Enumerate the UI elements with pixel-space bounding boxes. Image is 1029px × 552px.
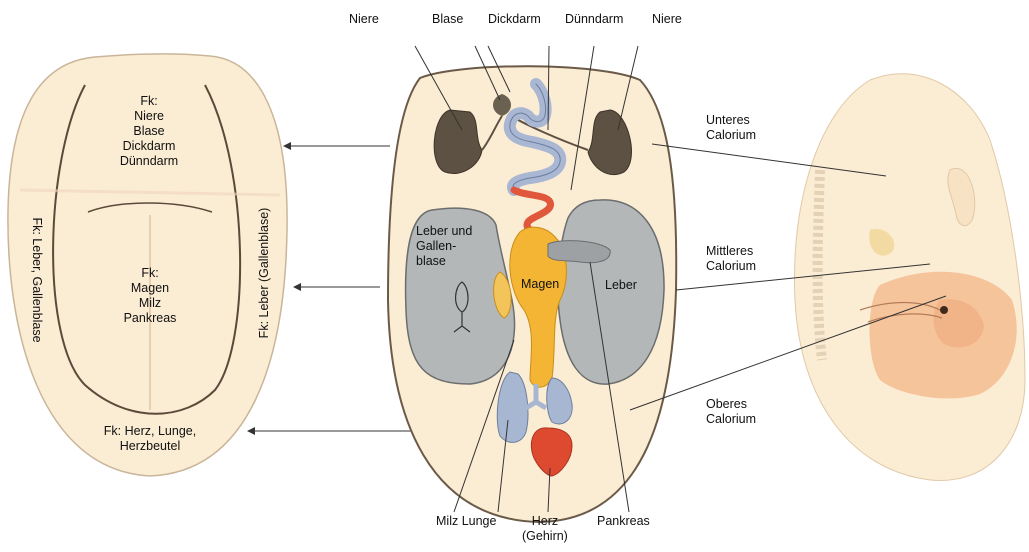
right-head-illustration <box>794 74 1025 481</box>
zone-back-text: Fk: Niere Blase Dickdarm Dünndarm <box>104 94 194 169</box>
zone-back-line3: Blase <box>104 124 194 139</box>
zone-tip-line2: Herzbeutel <box>80 439 220 454</box>
label-unteres-calorium: Unteres Calorium <box>706 113 756 143</box>
label-oberes: Oberes <box>706 397 756 412</box>
label-leber-gallenblase-line3: blase <box>416 254 472 269</box>
label-gehirn: (Gehirn) <box>522 529 568 544</box>
zone-middle-text: Fk: Magen Milz Pankreas <box>110 266 190 326</box>
zone-right-edge-text: Fk: Leber (Gallenblase) <box>257 193 271 353</box>
label-leber-gallenblase: Leber und Gallen- blase <box>416 224 472 269</box>
label-oberes-calorium-word: Calorium <box>706 412 756 427</box>
zone-middle-line1: Fk: <box>110 266 190 281</box>
zone-middle-line3: Milz <box>110 296 190 311</box>
zone-left-edge-text: Fk: Leber, Gallenblase <box>30 205 44 355</box>
label-mittleres: Mittleres <box>706 244 756 259</box>
label-duenndarm: Dünndarm <box>565 12 623 27</box>
zone-middle-line2: Magen <box>110 281 190 296</box>
label-pankreas: Pankreas <box>597 514 650 529</box>
label-herz: Herz <box>522 514 568 529</box>
label-magen: Magen <box>521 277 559 292</box>
label-niere-right: Niere <box>652 12 682 27</box>
label-blase: Blase <box>432 12 463 27</box>
label-dickdarm: Dickdarm <box>488 12 541 27</box>
label-leber: Leber <box>605 278 637 293</box>
label-unteres-calorium-word: Calorium <box>706 128 756 143</box>
label-unteres: Unteres <box>706 113 756 128</box>
label-milz-lunge: Milz Lunge <box>436 514 496 529</box>
label-mittleres-calorium: Mittleres Calorium <box>706 244 756 274</box>
zone-back-line5: Dünndarm <box>104 154 194 169</box>
zone-back-line1: Fk: <box>104 94 194 109</box>
label-herz-gehirn: Herz (Gehirn) <box>522 514 568 544</box>
zone-back-line4: Dickdarm <box>104 139 194 154</box>
zone-middle-line4: Pankreas <box>110 311 190 326</box>
label-oberes-calorium: Oberes Calorium <box>706 397 756 427</box>
zone-tip-text: Fk: Herz, Lunge, Herzbeutel <box>80 424 220 454</box>
label-leber-gallenblase-line1: Leber und <box>416 224 472 239</box>
label-leber-gallenblase-line2: Gallen- <box>416 239 472 254</box>
zone-back-line2: Niere <box>104 109 194 124</box>
zone-tip-line1: Fk: Herz, Lunge, <box>80 424 220 439</box>
label-mittleres-calorium-word: Calorium <box>706 259 756 274</box>
label-niere-left: Niere <box>349 12 379 27</box>
